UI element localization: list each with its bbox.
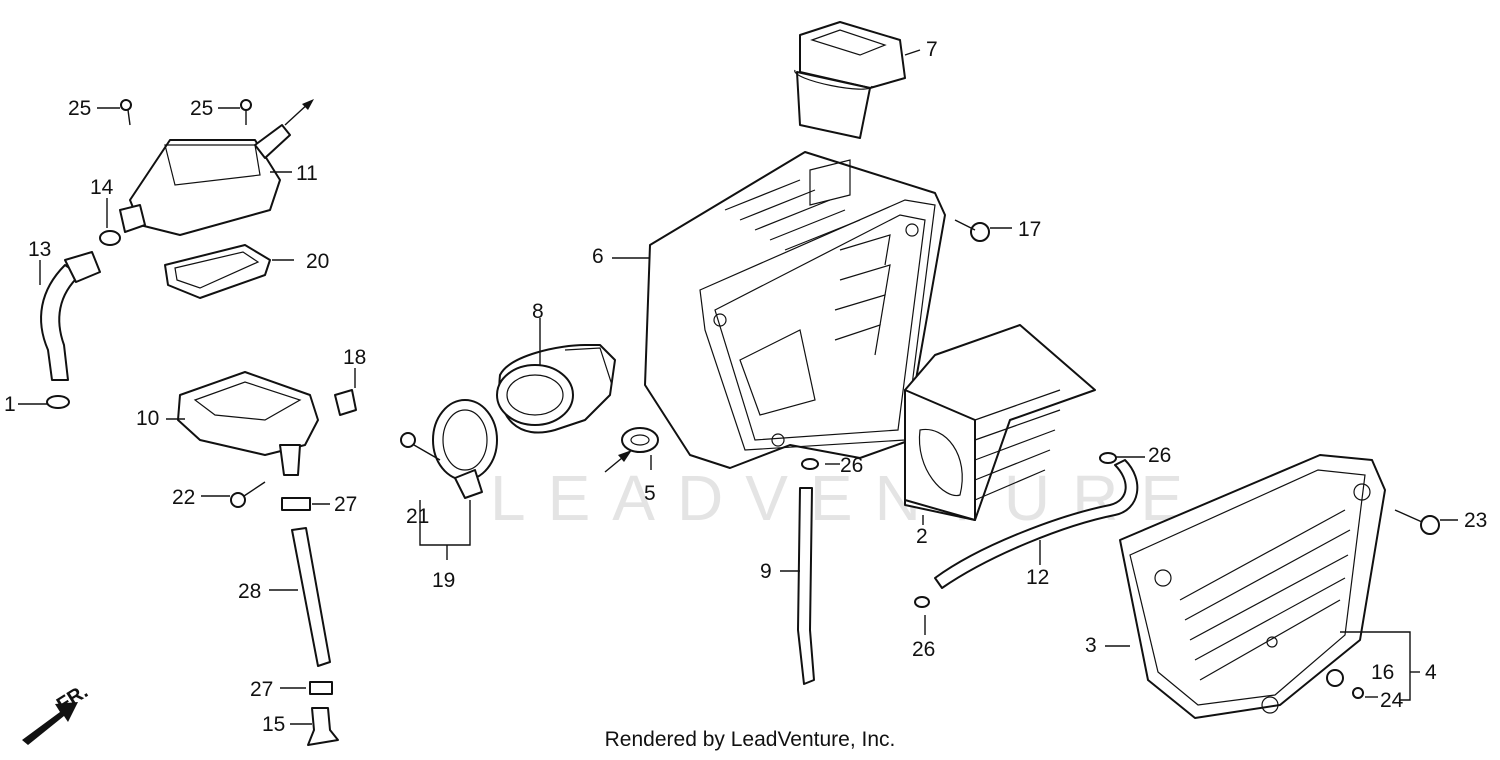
callout-25a: 25 (68, 97, 91, 120)
band-screw[interactable] (400, 432, 441, 461)
callout-19: 19 (432, 569, 455, 592)
intake-duct[interactable] (794, 21, 906, 139)
direction-label: FR. (53, 681, 92, 717)
callout-6: 6 (592, 245, 604, 268)
callout-21: 21 (406, 505, 429, 528)
breather-hose[interactable] (40, 251, 101, 381)
callout-20: 20 (306, 250, 329, 273)
air-cleaner-case[interactable] (644, 151, 946, 469)
drain-tube[interactable] (797, 487, 815, 685)
callout-27b: 27 (250, 678, 273, 701)
air-cleaner-cover[interactable] (1119, 454, 1386, 719)
collar-16[interactable] (1326, 669, 1344, 687)
separator-gasket[interactable] (164, 244, 271, 299)
callout-16: 16 (1371, 661, 1394, 684)
screw-25b[interactable] (240, 99, 252, 125)
footer-credit: Rendered by LeadVenture, Inc. (604, 728, 896, 751)
screw-25a[interactable] (120, 99, 132, 126)
leader-lines (18, 49, 1458, 725)
callout-14: 14 (90, 176, 114, 199)
clip-14[interactable] (99, 230, 121, 246)
hose-clamp-upper[interactable] (281, 497, 311, 511)
callout-3: 3 (1085, 634, 1097, 657)
hose-clamp-lower[interactable] (309, 681, 333, 695)
bolt-23[interactable] (1394, 509, 1440, 535)
callout-labels: 1 2 3 4 5 6 7 8 9 10 11 12 13 14 15 16 1… (4, 38, 1487, 736)
grommet[interactable] (621, 427, 659, 453)
air-filter-element[interactable] (904, 324, 1096, 521)
callout-13: 13 (28, 238, 51, 261)
callout-2: 2 (916, 525, 928, 548)
callout-1: 1 (4, 393, 16, 416)
connecting-tube[interactable] (496, 344, 616, 434)
callout-24: 24 (1380, 689, 1404, 712)
bolt-17[interactable] (954, 219, 990, 242)
callout-15: 15 (262, 713, 285, 736)
callout-5: 5 (644, 482, 656, 505)
separator-cover[interactable] (119, 124, 291, 236)
clip-1[interactable] (46, 395, 70, 409)
callout-26a: 26 (840, 454, 863, 477)
breather-tube[interactable] (934, 459, 1139, 589)
tube-band[interactable] (432, 399, 498, 499)
clip-26b[interactable] (1099, 452, 1117, 464)
callout-17: 17 (1018, 218, 1041, 241)
flow-arrow (284, 99, 314, 126)
callout-23: 23 (1464, 509, 1487, 532)
callout-22: 22 (172, 486, 195, 509)
grommet-arrow (604, 450, 632, 473)
callout-7: 7 (926, 38, 938, 61)
callout-25b: 25 (190, 97, 213, 120)
callout-27a: 27 (334, 493, 357, 516)
callout-26c: 26 (912, 638, 935, 661)
separator-bolt[interactable] (230, 481, 266, 508)
callout-12: 12 (1026, 566, 1049, 589)
callout-26b: 26 (1148, 444, 1171, 467)
drain-plug[interactable] (307, 707, 339, 746)
clip[interactable] (334, 389, 357, 416)
callout-28: 28 (238, 580, 261, 603)
clip-26c[interactable] (914, 596, 930, 608)
callout-18: 18 (343, 346, 366, 369)
clip-26a[interactable] (801, 458, 819, 470)
callout-4: 4 (1425, 661, 1437, 684)
drain-hose[interactable] (291, 527, 331, 667)
separator-case[interactable] (177, 371, 319, 476)
screw-24[interactable] (1352, 687, 1364, 699)
callout-11: 11 (296, 162, 318, 185)
callout-9: 9 (760, 560, 772, 583)
callout-10: 10 (136, 407, 159, 430)
callout-8: 8 (532, 300, 544, 323)
